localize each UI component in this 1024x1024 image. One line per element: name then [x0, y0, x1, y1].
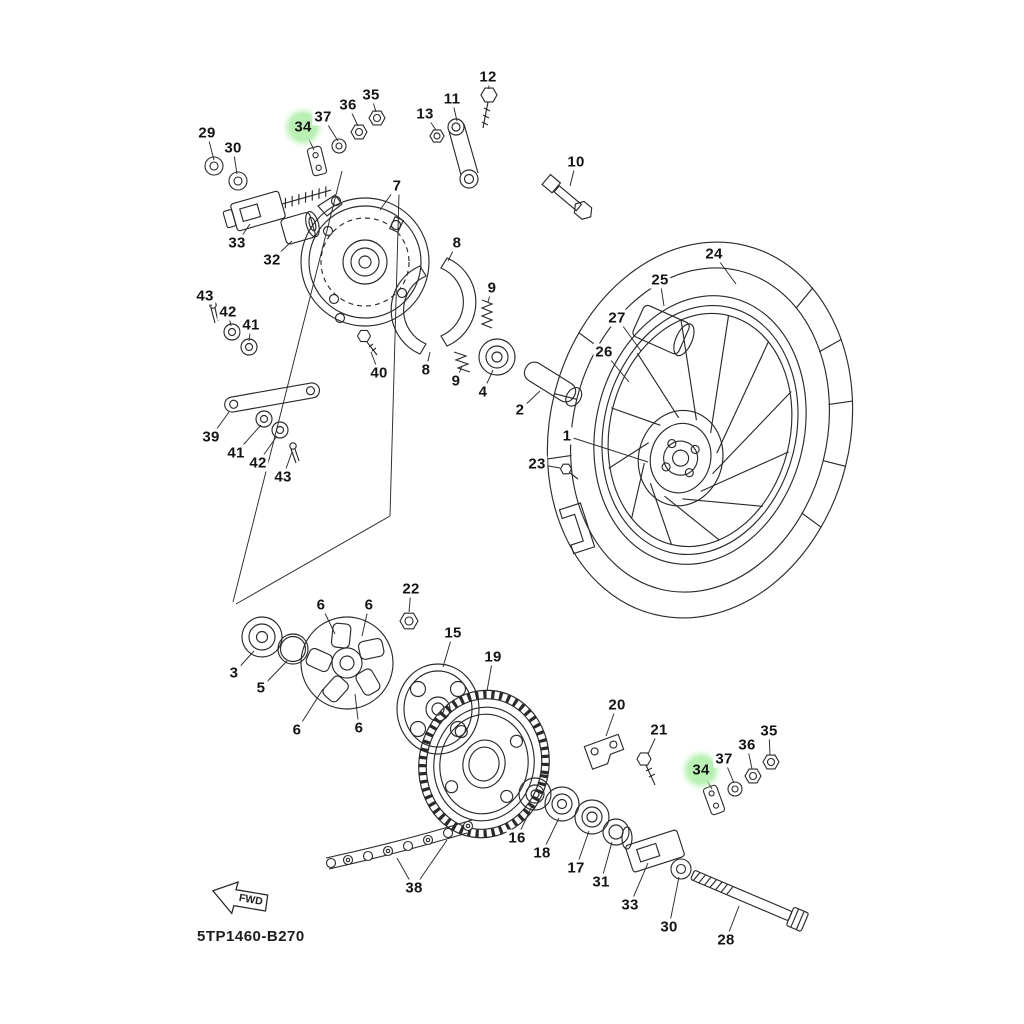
- part-label-6[interactable]: 6: [362, 596, 376, 614]
- chain-puller-top-art: [222, 186, 332, 232]
- bearing-3-art: [241, 616, 283, 658]
- part-label-31[interactable]: 31: [590, 873, 612, 891]
- nuts-35-36-37-top-art: [331, 110, 386, 154]
- part-label-30[interactable]: 30: [658, 918, 680, 936]
- part-label-42[interactable]: 42: [217, 303, 239, 321]
- part-label-27[interactable]: 27: [606, 309, 628, 327]
- part-label-39[interactable]: 39: [200, 428, 222, 446]
- part-label-42[interactable]: 42: [247, 454, 269, 472]
- brake-shoes-art: [390, 257, 494, 373]
- oring-5-art: [277, 633, 309, 665]
- part-label-29[interactable]: 29: [196, 124, 218, 142]
- part-label-34-highlighted[interactable]: 34: [687, 756, 715, 784]
- part-label-4[interactable]: 4: [476, 383, 490, 401]
- part-label-37[interactable]: 37: [312, 108, 334, 126]
- part-label-33[interactable]: 33: [226, 234, 248, 252]
- part-label-17[interactable]: 17: [565, 859, 587, 877]
- axle-28-art: [690, 870, 809, 932]
- drive-chain-art: [325, 819, 474, 870]
- axle-bearings-art: [518, 777, 633, 850]
- part-label-13[interactable]: 13: [414, 105, 436, 123]
- bolt-10-art: [541, 173, 593, 220]
- part-label-1[interactable]: 1: [560, 427, 574, 445]
- bolt-21-art: [636, 752, 656, 786]
- part-label-2[interactable]: 2: [513, 401, 527, 419]
- diagram-code: 5TP1460-B270: [197, 928, 305, 945]
- part-label-16[interactable]: 16: [506, 829, 528, 847]
- part-label-3[interactable]: 3: [227, 664, 241, 682]
- chain-puller-bottom-art: [625, 829, 685, 873]
- fwd-arrow-label: FWD: [238, 892, 264, 908]
- part-label-12[interactable]: 12: [477, 68, 499, 86]
- part-label-35[interactable]: 35: [758, 722, 780, 740]
- part-label-20[interactable]: 20: [606, 696, 628, 714]
- rear-wheel-art: [546, 241, 854, 619]
- part-label-19[interactable]: 19: [482, 648, 504, 666]
- part-label-40[interactable]: 40: [368, 364, 390, 382]
- part-label-10[interactable]: 10: [565, 153, 587, 171]
- part-label-33[interactable]: 33: [619, 896, 641, 914]
- part-label-26[interactable]: 26: [593, 343, 615, 361]
- adjuster-plate-34-top-art: [306, 145, 328, 177]
- bushing-32-art: [280, 210, 320, 245]
- adjuster-plate-34-bottom-art: [702, 784, 726, 816]
- part-label-38[interactable]: 38: [403, 879, 425, 897]
- part-label-5[interactable]: 5: [254, 679, 268, 697]
- leader-line: [235, 515, 391, 605]
- part-label-23[interactable]: 23: [526, 455, 548, 473]
- part-label-37[interactable]: 37: [713, 750, 735, 768]
- part-label-43[interactable]: 43: [194, 287, 216, 305]
- part-label-18[interactable]: 18: [531, 844, 553, 862]
- part-label-43[interactable]: 43: [272, 468, 294, 486]
- part-label-6[interactable]: 6: [352, 719, 366, 737]
- part-label-25[interactable]: 25: [649, 271, 671, 289]
- part-label-8[interactable]: 8: [419, 361, 433, 379]
- part-label-11[interactable]: 11: [441, 90, 463, 108]
- bearing-4-art: [478, 338, 516, 376]
- cush-drive-hub-art: [300, 616, 394, 710]
- sprocket-19-art: [418, 689, 550, 839]
- part-label-30[interactable]: 30: [222, 139, 244, 157]
- rim-sleeve-art: [632, 304, 695, 357]
- part-label-36[interactable]: 36: [337, 96, 359, 114]
- part-label-7[interactable]: 7: [390, 177, 404, 195]
- fwd-arrow-icon: FWD: [211, 880, 269, 915]
- part-label-28[interactable]: 28: [715, 931, 737, 949]
- rim-channel-art: [558, 502, 596, 555]
- part-label-8[interactable]: 8: [450, 234, 464, 252]
- part-label-36[interactable]: 36: [736, 736, 758, 754]
- part-label-24[interactable]: 24: [703, 245, 725, 263]
- part-label-21[interactable]: 21: [648, 721, 670, 739]
- part-label-41[interactable]: 41: [225, 444, 247, 462]
- leader-line: [389, 193, 400, 517]
- cam-lever-art: [429, 87, 498, 189]
- bracket-20-art: [583, 733, 625, 770]
- part-label-35[interactable]: 35: [360, 86, 382, 104]
- leader-line: [566, 435, 649, 463]
- part-label-32[interactable]: 32: [261, 251, 283, 269]
- bolt-23-art: [559, 463, 579, 480]
- part-label-6[interactable]: 6: [290, 721, 304, 739]
- leader-line: [232, 170, 343, 603]
- part-label-41[interactable]: 41: [240, 316, 262, 334]
- part-label-6[interactable]: 6: [314, 596, 328, 614]
- spacer-2-art: [523, 361, 583, 407]
- brake-plate-art: [300, 194, 430, 327]
- part-label-34-highlighted[interactable]: 34: [289, 113, 317, 141]
- part-label-15[interactable]: 15: [442, 624, 464, 642]
- part-label-22[interactable]: 22: [400, 580, 422, 598]
- washers-29-30-art: [204, 156, 248, 191]
- washer-30-bottom-art: [670, 858, 692, 880]
- nut-22-art: [399, 612, 419, 630]
- nuts-35-36-37-bottom-art: [727, 754, 780, 797]
- part-label-9[interactable]: 9: [485, 279, 499, 297]
- bolt-40-art: [356, 329, 378, 356]
- part-label-9[interactable]: 9: [449, 372, 463, 390]
